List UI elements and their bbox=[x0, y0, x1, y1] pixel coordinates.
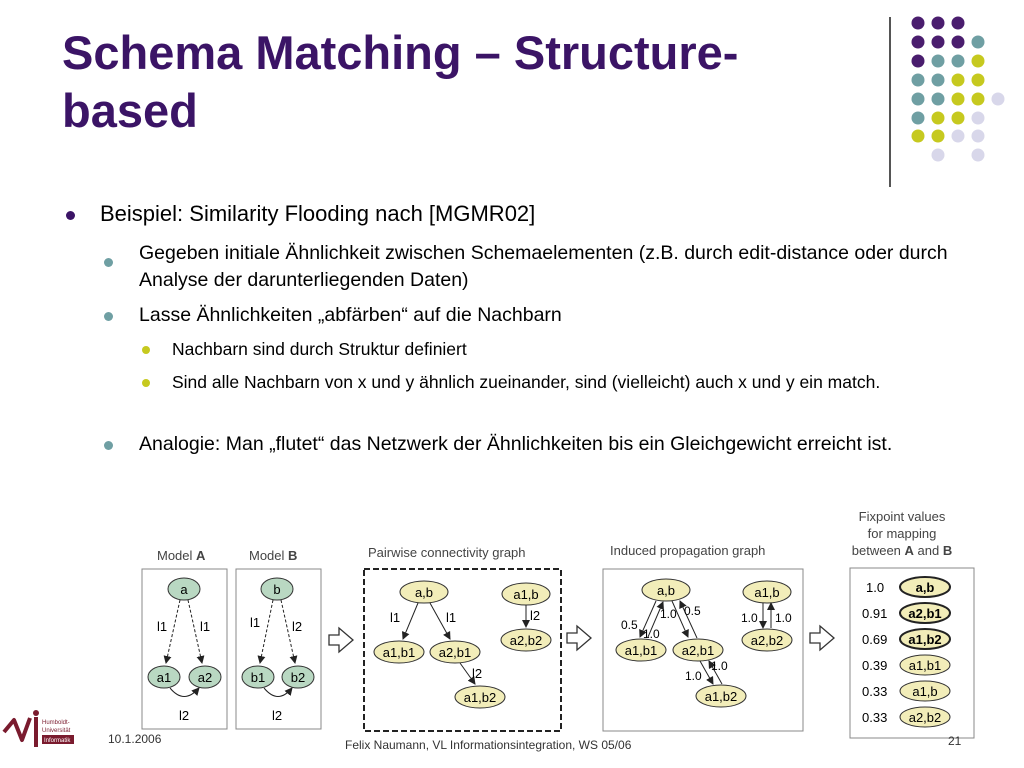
ipg-node-a2b1: a2,b1 bbox=[682, 643, 715, 658]
dot-row-6 bbox=[911, 111, 985, 125]
flow-arrow-2 bbox=[566, 624, 592, 652]
ipg-node-a1b2: a1,b2 bbox=[705, 689, 738, 704]
ipg-weight-5: 1.0 bbox=[711, 659, 728, 673]
ipg-weight-4: 1.0 bbox=[660, 607, 677, 621]
ipg-node-a1b: a1,b bbox=[754, 585, 779, 600]
pcg-node-a2b2: a2,b2 bbox=[510, 633, 543, 648]
pcg-node-ab: a,b bbox=[415, 585, 433, 600]
bullet-marker-l2 bbox=[104, 441, 113, 450]
slide-title: Schema Matching – Structure-based bbox=[62, 26, 739, 137]
fixpoint-caption-2: for mapping bbox=[868, 526, 937, 541]
fixpoint-pair-6: a2,b2 bbox=[909, 710, 942, 725]
ipg-caption: Induced propagation graph bbox=[610, 543, 765, 558]
model-a-edge-l2: l2 bbox=[179, 708, 189, 723]
fixpoint-value-1: 1.0 bbox=[866, 580, 884, 595]
dot-row-4 bbox=[911, 73, 985, 87]
dot-row-3 bbox=[911, 54, 985, 68]
ipg-weight-1: 0.5 bbox=[621, 618, 638, 632]
bullet-l2-initial-similarity: Gegeben initiale Ähnlichkeit zwischen Sc… bbox=[139, 242, 948, 291]
fixpoint-pair-4: a1,b1 bbox=[909, 658, 942, 673]
fixpoint-value-4: 0.39 bbox=[862, 658, 887, 673]
model-a-edge-l1-left: l1 bbox=[157, 619, 167, 634]
bullet-marker-l1 bbox=[66, 211, 75, 220]
flow-arrow-3 bbox=[809, 624, 835, 652]
bullet-l1-similarity-flooding: Beispiel: Similarity Flooding nach [MGMR… bbox=[100, 201, 536, 226]
model-a-node-a2: a2 bbox=[198, 670, 212, 685]
fixpoint-pair-2: a2,b1 bbox=[908, 606, 941, 621]
fixpoint-value-6: 0.33 bbox=[862, 710, 887, 725]
model-b-node-b: b bbox=[273, 582, 280, 597]
model-a-graph: Model A a a1 a2 l1 l1 l2 bbox=[141, 548, 228, 730]
model-b-edge-l2-bottom: l2 bbox=[272, 708, 282, 723]
model-b-node-b2: b2 bbox=[291, 670, 305, 685]
logo-line3: Informatik bbox=[44, 738, 71, 744]
dot-row-5 bbox=[911, 92, 1005, 106]
pcg-node-a1b: a1,b bbox=[513, 587, 538, 602]
dot-row-7 bbox=[911, 129, 985, 143]
pcg-node-a2b1: a2,b1 bbox=[439, 645, 472, 660]
logo-line1: Humboldt- bbox=[42, 720, 70, 726]
ipg-weight-2: 1.0 bbox=[643, 627, 660, 641]
ipg-node-a2b2: a2,b2 bbox=[751, 633, 784, 648]
ipg-node-ab: a,b bbox=[657, 583, 675, 598]
model-b-node-b1: b1 bbox=[251, 670, 265, 685]
bullet-l2-analogy: Analogie: Man „flutet“ das Netzwerk der … bbox=[139, 433, 893, 455]
bullet-l2-propagate: Lasse Ähnlichkeiten „abfärben“ auf die N… bbox=[139, 304, 562, 326]
fixpoint-values: Fixpoint values for mapping between A an… bbox=[849, 509, 975, 739]
title-divider bbox=[889, 17, 891, 187]
induced-propagation-graph: Induced propagation graph a,b a1,b1 a2,b… bbox=[602, 543, 804, 732]
pcg-edge-l1-left: l1 bbox=[390, 610, 400, 625]
model-b-caption: Model B bbox=[249, 548, 297, 563]
bullet-marker-l2 bbox=[104, 312, 113, 321]
flow-arrow-1 bbox=[328, 626, 354, 654]
ipg-weight-7: 1.0 bbox=[741, 611, 758, 625]
bullet-marker-l2 bbox=[104, 258, 113, 267]
pcg-node-a1b2: a1,b2 bbox=[464, 690, 497, 705]
pcg-edge-l2-right: l2 bbox=[530, 608, 540, 623]
footer-date: 10.1.2006 bbox=[108, 732, 162, 746]
footer-center: Felix Naumann, VL Informationsintegratio… bbox=[345, 738, 632, 752]
humboldt-logo: Humboldt- Universität Informatik bbox=[2, 710, 74, 747]
logo-line2: Universität bbox=[42, 728, 71, 734]
model-b-edge-l2-right: l2 bbox=[292, 619, 302, 634]
pcg-caption: Pairwise connectivity graph bbox=[368, 545, 526, 560]
ipg-weight-3: 0.5 bbox=[684, 604, 701, 618]
bullet-l3-neighbors-structure: Nachbarn sind durch Struktur definiert bbox=[172, 339, 467, 359]
dot-row-8 bbox=[931, 148, 985, 162]
bullet-marker-l3 bbox=[142, 379, 150, 387]
pairwise-connectivity-graph: Pairwise connectivity graph a,b a1,b1 a2… bbox=[363, 545, 562, 732]
fixpoint-caption-3: between A and B bbox=[852, 543, 952, 558]
dot-row-2 bbox=[911, 35, 985, 49]
fixpoint-value-5: 0.33 bbox=[862, 684, 887, 699]
pcg-edge-l1-right: l1 bbox=[446, 610, 456, 625]
ipg-node-a1b1: a1,b1 bbox=[625, 643, 658, 658]
dot-row-1 bbox=[911, 16, 965, 30]
bullet-marker-l3 bbox=[142, 346, 150, 354]
pcg-edge-l2-bottom: l2 bbox=[472, 666, 482, 681]
ipg-weight-8: 1.0 bbox=[775, 611, 792, 625]
model-a-node-a1: a1 bbox=[157, 670, 171, 685]
model-a-node-a: a bbox=[180, 582, 188, 597]
decorative-dot-grid bbox=[911, 16, 1005, 162]
model-a-edge-l1-right: l1 bbox=[200, 619, 210, 634]
model-a-caption: Model A bbox=[157, 548, 206, 563]
pcg-node-a1b1: a1,b1 bbox=[383, 645, 416, 660]
ipg-weight-6: 1.0 bbox=[685, 669, 702, 683]
fixpoint-value-2: 0.91 bbox=[862, 606, 887, 621]
fixpoint-value-3: 0.69 bbox=[862, 632, 887, 647]
fixpoint-pair-3: a1,b2 bbox=[908, 632, 941, 647]
fixpoint-pair-5: a1,b bbox=[912, 684, 937, 699]
model-b-graph: Model B b b1 b2 l1 l2 l2 bbox=[235, 548, 322, 730]
footer-page-number: 21 bbox=[948, 734, 962, 748]
bullet-l3-neighbors-similar: Sind alle Nachbarn von x und y ähnlich z… bbox=[172, 372, 881, 392]
fixpoint-caption-1: Fixpoint values bbox=[859, 509, 946, 524]
model-b-edge-l1: l1 bbox=[250, 615, 260, 630]
fixpoint-pair-1: a,b bbox=[916, 580, 935, 595]
